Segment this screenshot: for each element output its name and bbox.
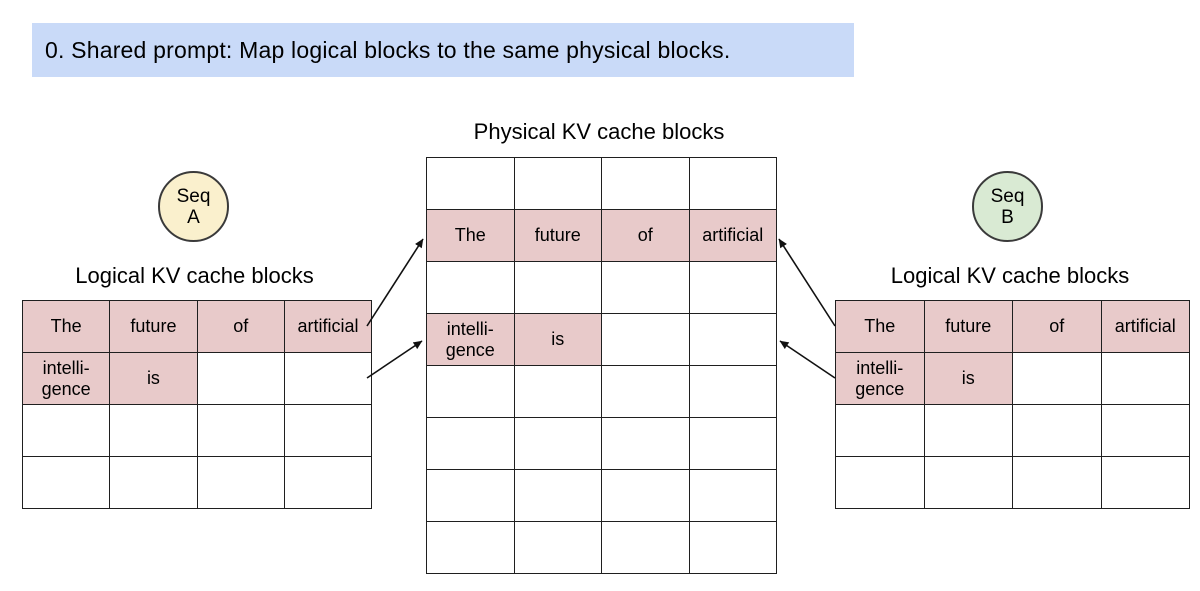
kv-cell-empty (196, 456, 285, 509)
table-row (426, 157, 777, 210)
kv-cell-empty (196, 352, 285, 405)
kv-cell-empty (601, 157, 690, 210)
kv-cell-empty (1100, 352, 1190, 405)
kv-cell-filled: is (109, 352, 198, 405)
kv-cell-empty (688, 313, 777, 366)
table-row (426, 521, 777, 574)
kv-cell-empty (688, 417, 777, 470)
kv-cell-empty (513, 469, 602, 522)
kv-cell-filled: artificial (283, 300, 373, 353)
table-row (426, 469, 777, 522)
kv-cell-empty (601, 521, 690, 574)
kv-cell-filled: is (923, 352, 1013, 405)
kv-cell-filled: of (1012, 300, 1102, 353)
physical-kv-title: Physical KV cache blocks (473, 119, 725, 144)
kv-cell-filled: is (513, 313, 602, 366)
kv-cell-empty (196, 404, 285, 457)
kv-cell-empty (283, 352, 373, 405)
seq-a-badge: Seq A (158, 171, 229, 242)
kv-cell-empty (688, 469, 777, 522)
kv-cell-filled: intelli- gence (426, 313, 515, 366)
kv-cell-filled: of (196, 300, 285, 353)
kv-cell-empty (513, 365, 602, 418)
kv-cell-empty (426, 417, 515, 470)
kv-cell-empty (1100, 456, 1190, 509)
kv-cell-filled: intelli- gence (21, 352, 111, 405)
logical-kv-title-b: Logical KV cache blocks (890, 263, 1130, 288)
kv-cell-empty (513, 521, 602, 574)
kv-cell-filled: artificial (1100, 300, 1190, 353)
kv-cell-empty (513, 261, 602, 314)
kv-cell-empty (601, 365, 690, 418)
kv-cell-empty (513, 417, 602, 470)
table-row (426, 365, 777, 418)
kv-cell-filled: future (109, 300, 198, 353)
kv-cell-empty (601, 261, 690, 314)
arrow-seq-b-block1 (779, 340, 836, 379)
kv-cell-empty (283, 404, 373, 457)
kv-cell-empty (426, 365, 515, 418)
kv-cell-filled: intelli- gence (835, 352, 925, 405)
kv-cell-empty (1012, 404, 1102, 457)
kv-cell-empty (1012, 456, 1102, 509)
table-row (21, 404, 373, 457)
arrow-seq-a-block1 (366, 340, 423, 379)
kv-cell-empty (426, 521, 515, 574)
step-banner-text: 0. Shared prompt: Map logical blocks to … (45, 36, 731, 63)
kv-cell-empty (426, 261, 515, 314)
kv-cell-empty (835, 456, 925, 509)
kv-cell-filled: future (513, 209, 602, 262)
kv-cell-empty (601, 417, 690, 470)
kv-cell-empty (688, 261, 777, 314)
table-row (835, 456, 1190, 509)
arrow-seq-a-block0 (366, 238, 424, 327)
kv-cell-empty (688, 521, 777, 574)
kv-cell-empty (601, 313, 690, 366)
kv-cell-empty (109, 456, 198, 509)
kv-cell-empty (21, 456, 111, 509)
table-row (21, 456, 373, 509)
kv-cell-filled: The (426, 209, 515, 262)
kv-cell-empty (835, 404, 925, 457)
table-row (426, 261, 777, 314)
table-row (835, 404, 1190, 457)
seq-b-badge: Seq B (972, 171, 1043, 242)
kv-cell-filled: The (21, 300, 111, 353)
kv-cell-empty (688, 157, 777, 210)
kv-cell-filled: future (923, 300, 1013, 353)
logical-kv-title-a: Logical KV cache blocks (75, 263, 314, 288)
kv-cell-empty (426, 469, 515, 522)
kv-cell-empty (923, 456, 1013, 509)
kv-cell-empty (283, 456, 373, 509)
kv-cell-empty (1012, 352, 1102, 405)
kv-cell-empty (923, 404, 1013, 457)
kv-cell-empty (426, 157, 515, 210)
arrow-seq-b-block0 (778, 238, 836, 327)
kv-cell-empty (21, 404, 111, 457)
kv-cell-empty (601, 469, 690, 522)
kv-cell-empty (513, 157, 602, 210)
table-row (426, 417, 777, 470)
kv-cell-filled: artificial (688, 209, 777, 262)
kv-cell-empty (1100, 404, 1190, 457)
step-banner: 0. Shared prompt: Map logical blocks to … (32, 23, 854, 77)
kv-cell-filled: The (835, 300, 925, 353)
kv-cell-filled: of (601, 209, 690, 262)
kv-cell-empty (688, 365, 777, 418)
kv-cell-empty (109, 404, 198, 457)
